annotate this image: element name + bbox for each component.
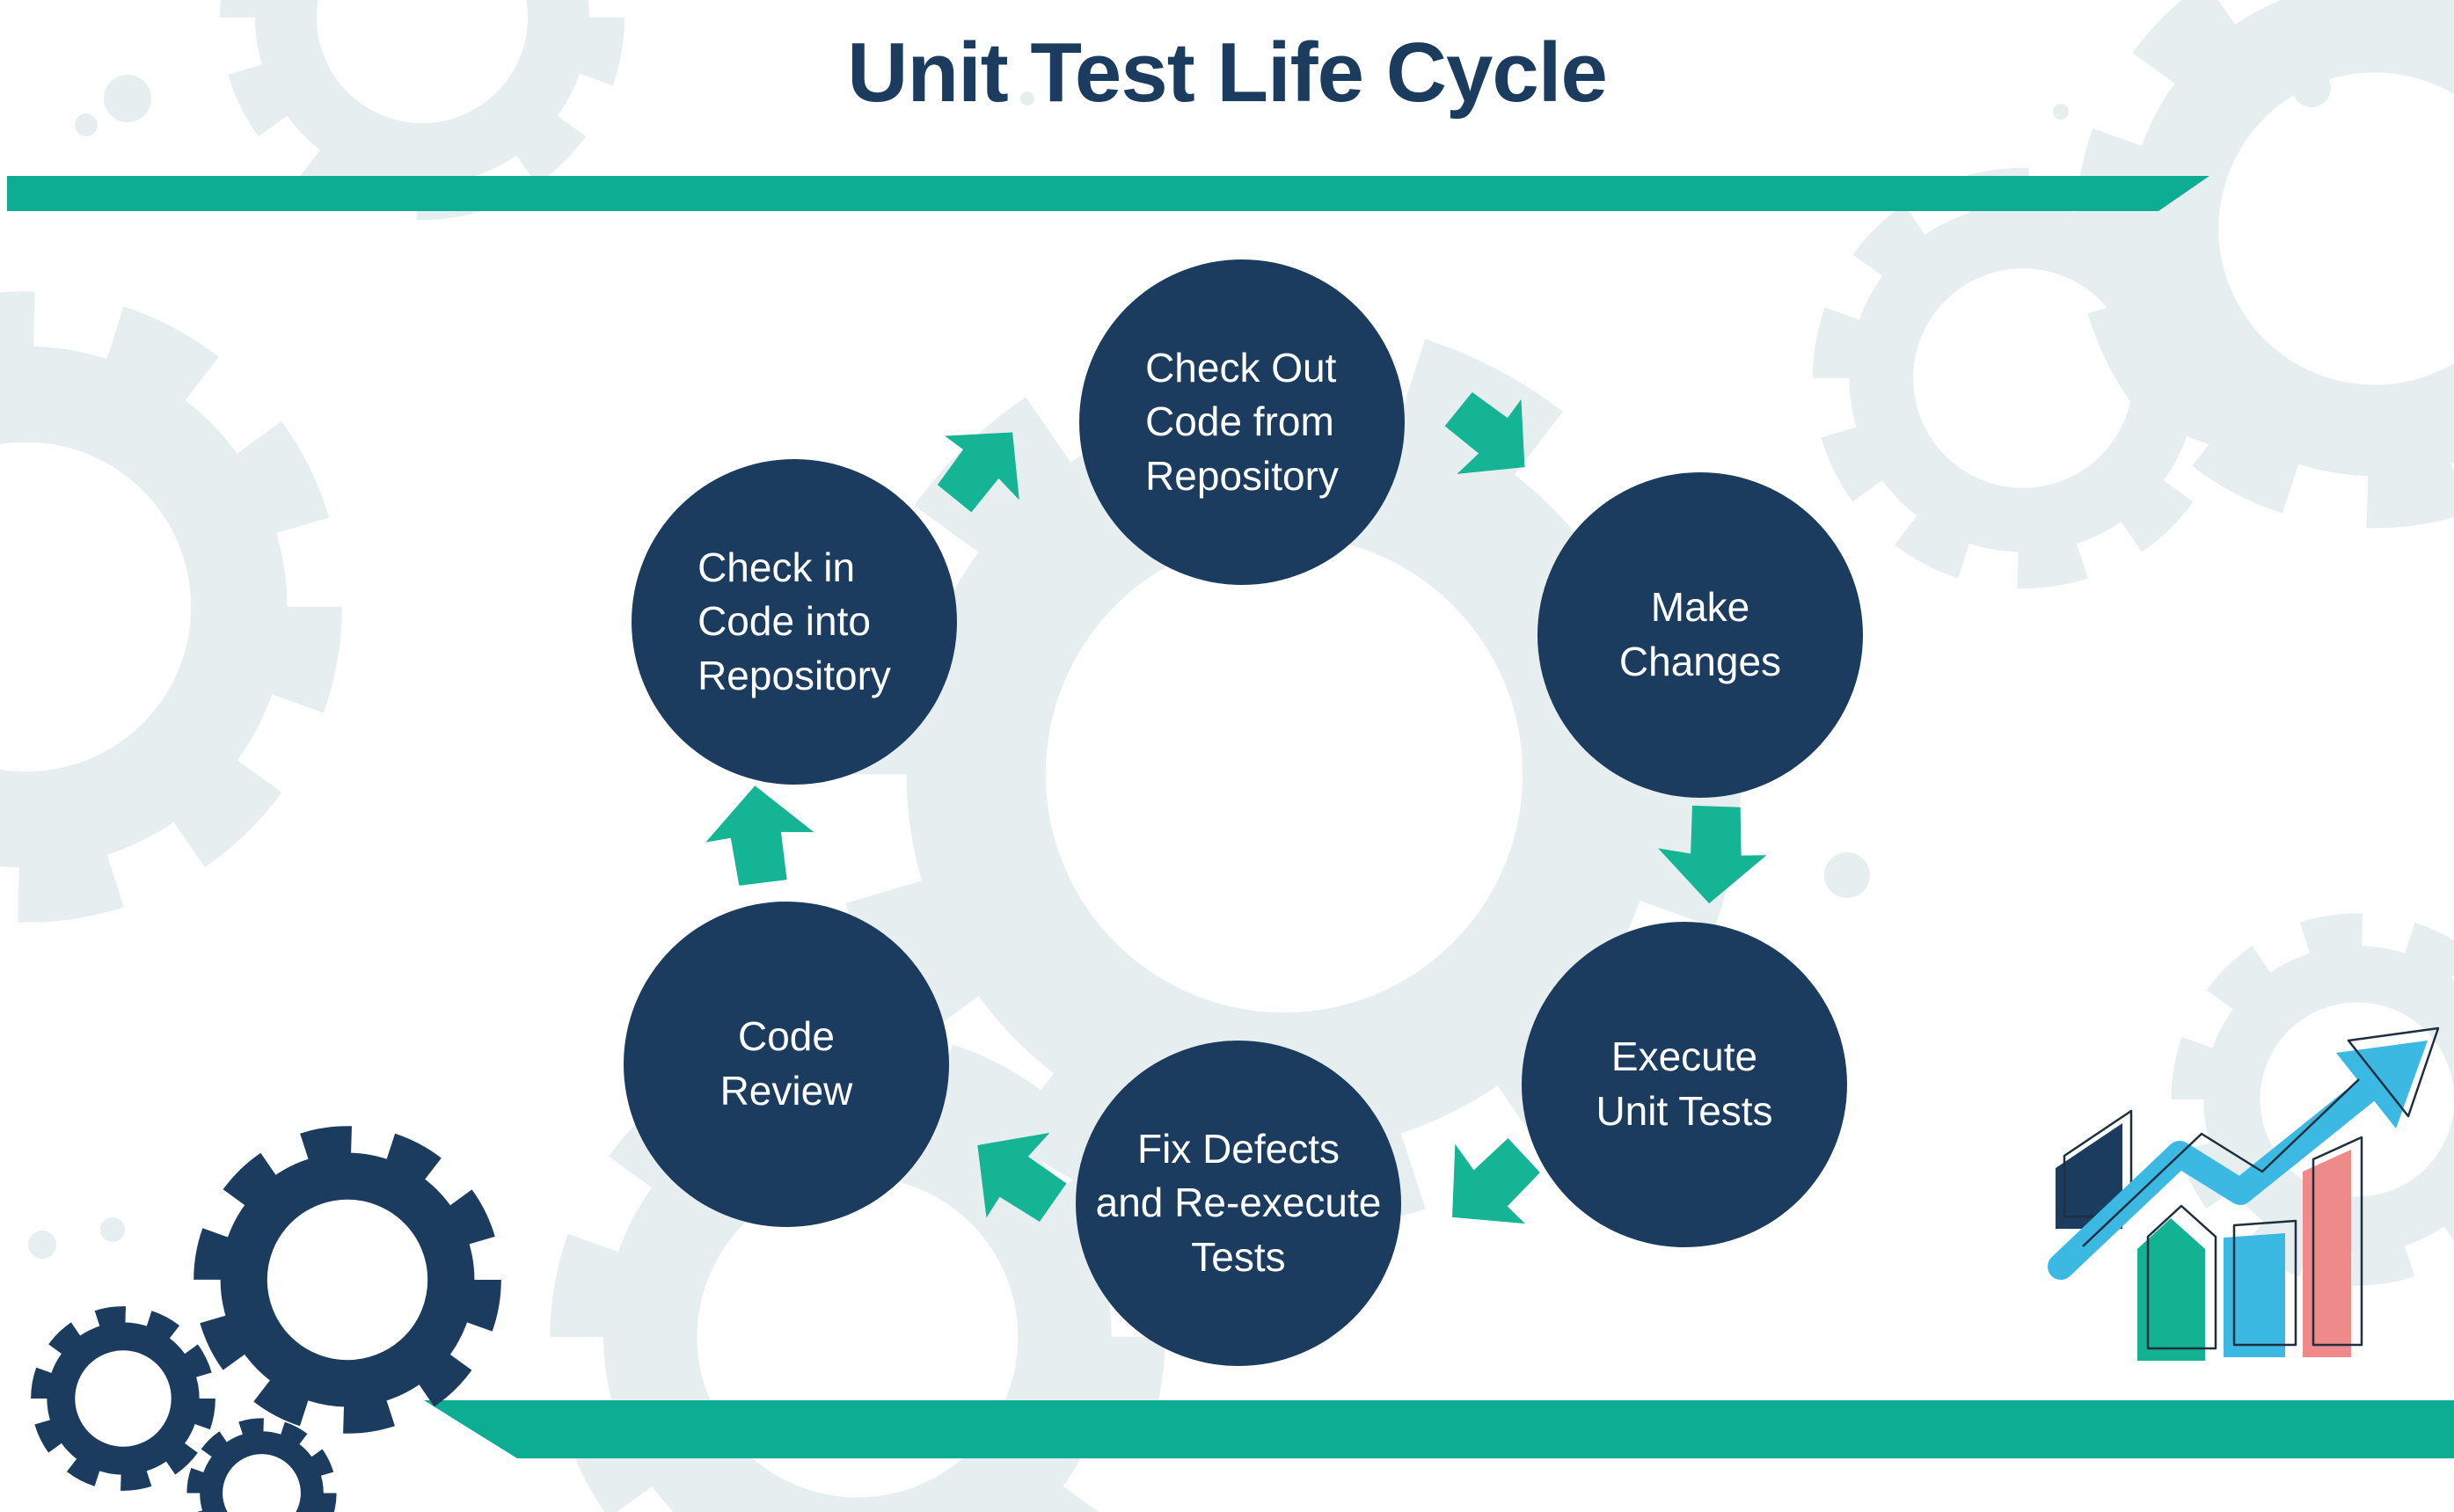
cycle-arrow-icon-makechanges-to-execute (1640, 800, 1780, 912)
dot-decoration (104, 75, 151, 122)
gear-icon (1849, 204, 2196, 551)
cycle-step-label: Execute Unit Tests (1596, 1034, 1773, 1134)
cycle-step-label: Check in Code into Repository (697, 544, 891, 698)
cycle-step-label: Code Review (719, 1013, 853, 1114)
cycle-arrow-icon-codereview-to-checkin (687, 778, 835, 889)
gear-icon (200, 1431, 324, 1512)
cycle-step-label: Check Out Code from Repository (1145, 344, 1339, 499)
cycle-step-label: Make Changes (1618, 584, 1782, 684)
dot-decoration (28, 1231, 56, 1259)
cycle-step-label: Fix Defects and Re-execute Tests (1095, 1125, 1382, 1280)
growth-chart-icon (2048, 1026, 2440, 1361)
page-title: Unit Test Life Cycle (847, 26, 1608, 120)
dot-decoration (2292, 69, 2331, 107)
cycle-step-check-in-code: Check in Code into Repository (632, 459, 957, 785)
gear-icon (221, 1153, 475, 1407)
dot-decoration (1020, 91, 1034, 106)
cycle-step-execute-unit-tests: Execute Unit Tests (1522, 922, 1847, 1247)
cycle-step-fix-defects: Fix Defects and Re-execute Tests (1076, 1041, 1401, 1366)
cycle-step-code-review: Code Review (624, 902, 949, 1227)
dot-decoration (1824, 852, 1870, 898)
gear-icon (0, 347, 287, 868)
footer-accent-bar (424, 1400, 2454, 1458)
dot-decoration (75, 113, 98, 136)
dot-decoration (100, 1217, 125, 1242)
header-accent-bar (7, 176, 2209, 211)
cycle-step-check-out-code: Check Out Code from Repository (1079, 259, 1405, 585)
dot-decoration (2053, 104, 2069, 120)
gear-icon (47, 1322, 199, 1474)
cycle-step-make-changes: Make Changes (1537, 472, 1863, 798)
